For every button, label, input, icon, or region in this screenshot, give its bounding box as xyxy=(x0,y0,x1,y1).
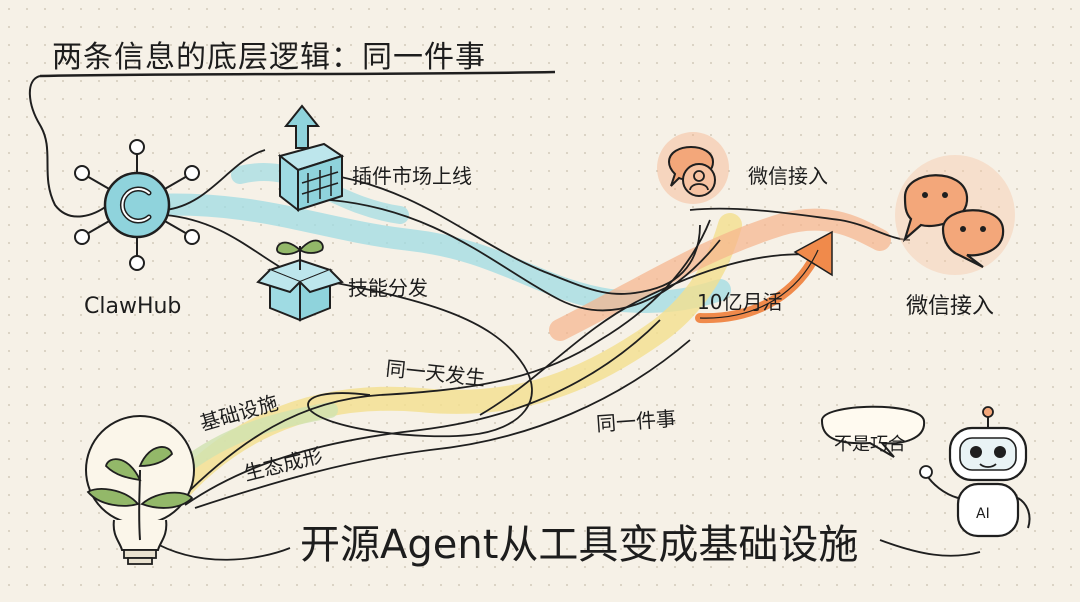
wechat-top-label: 微信接入 xyxy=(748,164,828,188)
wechat-chat-bubbles-icon xyxy=(895,155,1015,275)
skill-distribution-label: 技能分发 xyxy=(348,276,428,300)
plugin-market-label: 插件市场上线 xyxy=(352,164,472,188)
flow-line xyxy=(184,319,661,506)
flow-line xyxy=(164,149,266,211)
flow-line xyxy=(689,207,911,241)
same-day-label: 同一天发生 xyxy=(384,356,487,391)
title-underline xyxy=(39,70,556,78)
speech-bubble xyxy=(820,405,926,458)
robot-ai-badge: AI xyxy=(976,506,990,522)
clawhub-hub-icon xyxy=(74,139,200,271)
ecosystem-label: 生态成形 xyxy=(241,442,325,486)
skill-box-sprout-icon xyxy=(256,239,344,322)
mau-label: 10亿月活 xyxy=(697,290,783,314)
same-thing-label: 同一件事 xyxy=(595,406,677,436)
wechat-right-label: 微信接入 xyxy=(906,294,995,319)
bottom-wrap-line xyxy=(149,539,291,561)
flow-line xyxy=(179,219,711,501)
main-caption: 开源Agent从工具变成基础设施 xyxy=(300,522,859,568)
teal-band xyxy=(139,193,731,313)
green-band xyxy=(172,402,338,478)
bottom-wrap-line-right xyxy=(879,539,981,557)
flow-line xyxy=(329,174,701,295)
flow-line xyxy=(194,339,691,509)
flow-line xyxy=(307,279,533,438)
page-title: 两条信息的底层逻辑：同一件事 xyxy=(52,40,486,75)
robot-speech-text: 不是巧合 xyxy=(834,434,906,455)
robot-icon xyxy=(919,406,1031,538)
hub-label: ClawHub xyxy=(84,294,182,319)
plugin-market-icon xyxy=(277,104,345,213)
infrastructure-label: 基础设施 xyxy=(197,390,281,436)
wechat-user-icon xyxy=(657,132,729,204)
orange-band xyxy=(549,208,891,341)
flow-line xyxy=(164,214,286,271)
wrap-line-left xyxy=(28,75,109,218)
lightbulb-sprout-icon xyxy=(85,415,195,565)
flow-line xyxy=(479,253,821,416)
growth-arrow-head xyxy=(793,230,833,277)
